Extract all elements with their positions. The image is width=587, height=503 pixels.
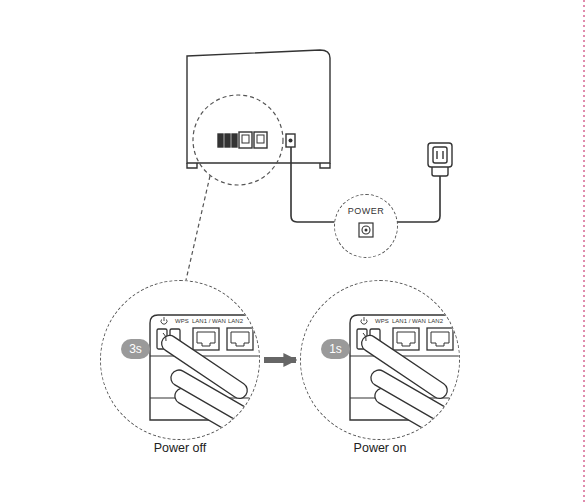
router-body	[187, 50, 330, 168]
port-label: WPS	[375, 318, 389, 324]
port-label: LAN1 / WAN	[392, 318, 426, 324]
zoom-detail	[350, 315, 475, 444]
duration-text: 3s	[129, 340, 142, 358]
zoom-leader	[186, 176, 210, 280]
step-caption: Power off	[101, 441, 259, 455]
callout-label: POWER	[335, 206, 397, 216]
zoom-detail	[150, 315, 275, 444]
port-label: WPS	[175, 318, 189, 324]
power-plug	[428, 143, 452, 176]
power-callout: POWER	[334, 194, 398, 258]
step-caption: Power on	[301, 441, 459, 455]
port-label: LAN2	[428, 318, 443, 324]
page-border	[584, 0, 585, 503]
zoom-circle: 1sPower on	[300, 280, 460, 440]
port-label: LAN2	[228, 318, 243, 324]
duration-text: 1s	[329, 340, 342, 358]
power-cable	[291, 147, 440, 222]
dc-jack-symbol	[358, 222, 374, 238]
step-arrow	[264, 357, 296, 363]
duration-badge: 3s	[121, 339, 150, 359]
zoom-circle: 3sPower off	[100, 280, 260, 440]
port-label: LAN1 / WAN	[192, 318, 226, 324]
zoom-marker	[193, 95, 283, 185]
duration-badge: 1s	[321, 339, 350, 359]
